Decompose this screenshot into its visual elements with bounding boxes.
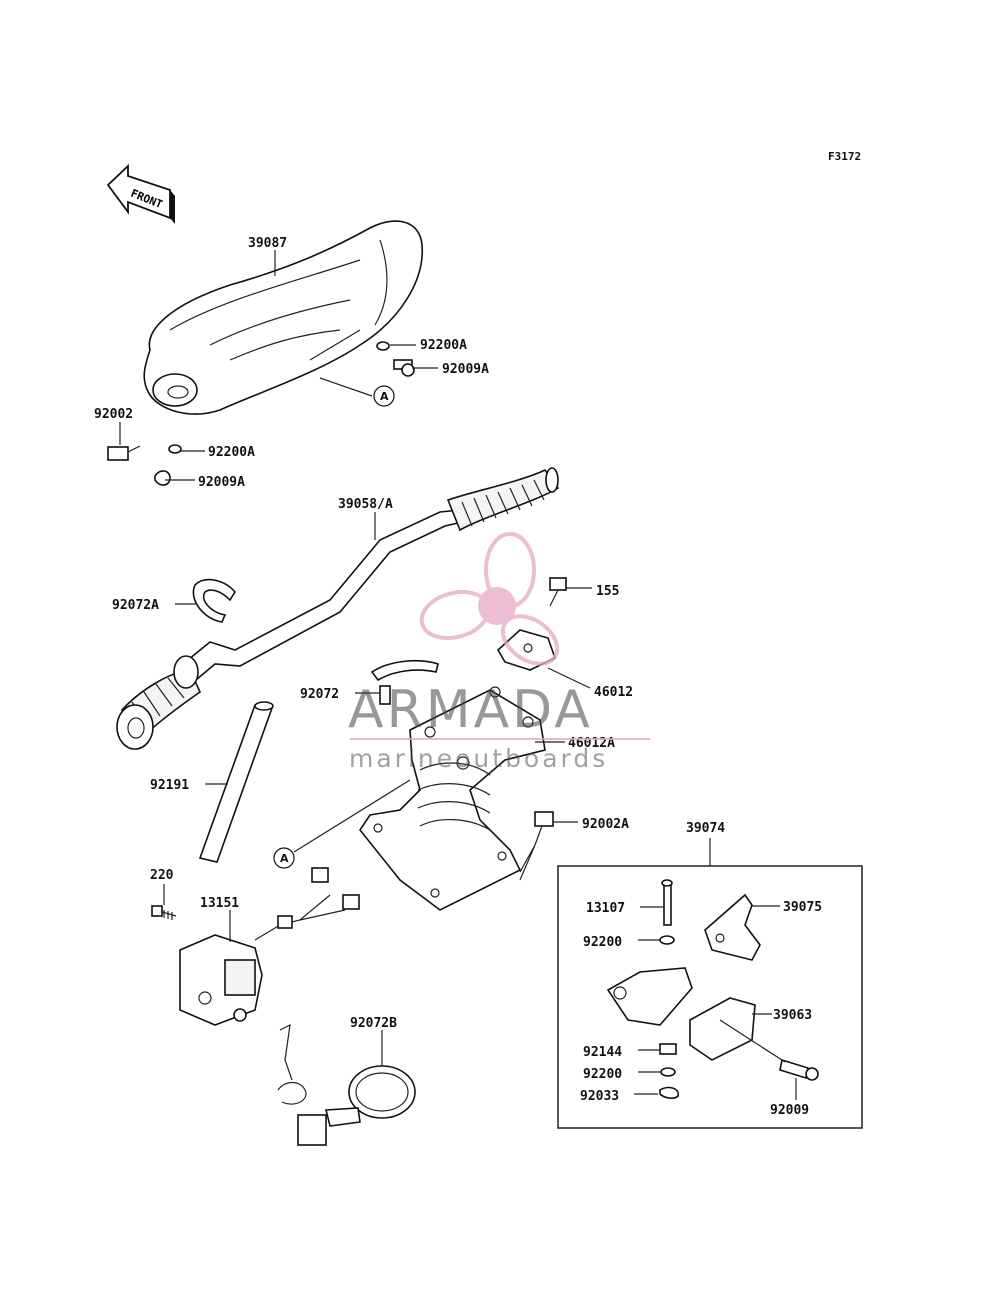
label-92144: 92144 [583,1045,622,1060]
clip-92033 [659,1086,679,1099]
cover-39063 [689,997,756,1061]
front-arrow-icon: FRONT [106,163,175,224]
washer-92200-bottom [660,1067,676,1077]
bolt-92002A [534,811,554,846]
bolt-155 [549,577,567,607]
label-39087: 39087 [248,236,287,251]
label-92002A: 92002A [582,817,629,832]
screw-92009A-top [393,359,415,377]
washer-92200-top [659,935,675,945]
lanyard-clip [277,1023,327,1146]
label-92072: 92072 [300,687,339,702]
ref-marker-a-bottom: A [273,847,295,869]
watermark-divider [350,738,650,740]
bracket-39075 [704,893,761,961]
label-92072A: 92072A [112,598,159,613]
label-39075: 39075 [783,900,822,915]
band-92072 [370,659,439,705]
label-92200A-top: 92200A [420,338,467,353]
label-92072B: 92072B [350,1016,397,1031]
washer-92200A-top [376,341,390,351]
svg-text:A: A [380,390,389,403]
label-92009: 92009 [770,1103,809,1118]
watermark-brand: ARMADA [348,680,593,740]
label-92033: 92033 [580,1089,619,1104]
pin-13107 [661,879,673,926]
watermark-tagline: marineoutboards [349,744,609,773]
label-39074: 39074 [686,821,725,836]
label-46012: 46012 [594,685,633,700]
label-92191: 92191 [150,778,189,793]
label-13151: 13151 [200,896,239,911]
bolt-92002 [107,445,141,461]
clamp-92072B [324,1065,416,1127]
handlebar [116,467,560,750]
rod-92191 [198,701,274,863]
label-92009A-top: 92009A [442,362,489,377]
label-92200-top: 92200 [583,935,622,950]
screw-92009 [779,1058,819,1081]
steering-column [359,686,546,911]
ref-marker-a-top: A [373,385,395,407]
label-155: 155 [596,584,619,599]
bolt-220 [151,905,177,920]
label-13107: 13107 [586,901,625,916]
propeller-logo-icon [419,532,560,666]
handlebar-cover [143,220,423,415]
label-92200A-bottom: 92200A [208,445,255,460]
svg-text:A: A [280,852,289,865]
label-39058A: 39058/A [338,497,393,512]
washer-92200A-bottom [168,444,182,454]
clamp-92072A [192,578,236,623]
screw-92009A-bottom [154,470,171,486]
label-92002: 92002 [94,407,133,422]
switch-assembly-13151 [179,867,360,1026]
figure-code: F3172 [828,150,861,163]
label-220: 220 [150,868,174,883]
lever-body [606,967,693,1026]
bushing-92144 [659,1043,677,1055]
label-92009A-bottom: 92009A [198,475,245,490]
label-39063: 39063 [773,1008,812,1023]
label-92200-bottom: 92200 [583,1067,622,1082]
